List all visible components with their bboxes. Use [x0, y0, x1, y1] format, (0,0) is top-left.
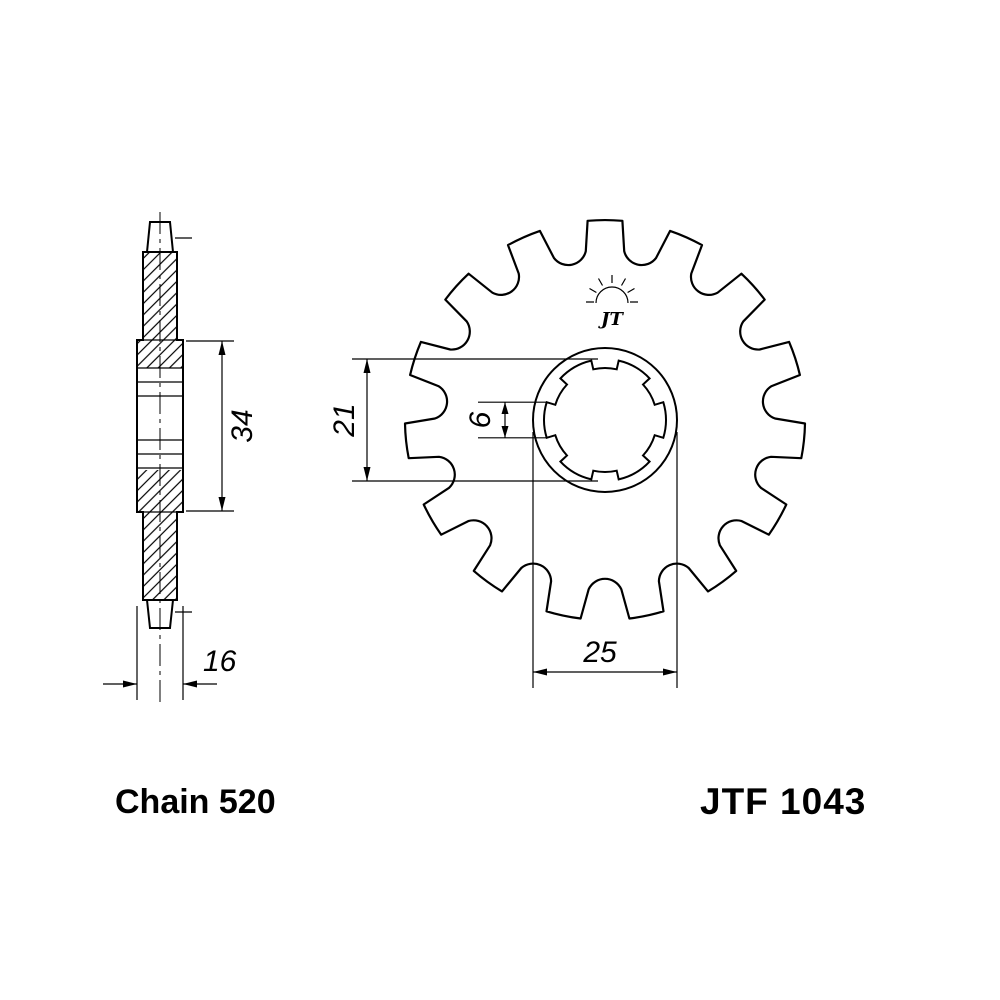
part-number-label: JTF 1043: [700, 781, 866, 822]
side-view: [136, 212, 192, 706]
dimension-6: 6: [464, 401, 548, 439]
dim34-arrow-down: [218, 497, 226, 511]
dim34-label: 34: [226, 409, 259, 442]
dim25-label: 25: [582, 636, 617, 669]
hub-circle: [532, 347, 678, 493]
side-hatch-hub-bottom: [137, 470, 183, 512]
dimension-16: 16: [103, 606, 237, 700]
dim25-arrow-left: [533, 668, 547, 676]
dim21-label: 21: [328, 403, 361, 437]
dim25-arrow-right: [663, 668, 677, 676]
sprocket-outline: [403, 218, 807, 620]
dim16-arrow-left: [183, 680, 197, 688]
logo-sun-arc: [595, 286, 629, 304]
dimension-21: 21: [328, 358, 598, 482]
logo-sun-rays: [586, 275, 638, 303]
dim21-arrow-down: [363, 467, 371, 481]
jt-logo: JT: [586, 275, 638, 330]
dim16-label: 16: [203, 645, 237, 678]
dim6-arrow-up: [501, 402, 509, 414]
side-hatch-lower-plate: [143, 512, 177, 600]
dim6-label: 6: [464, 411, 497, 428]
spline-bore: [543, 359, 667, 481]
dim6-arrow-down: [501, 426, 509, 438]
side-hatch-hub-top: [137, 340, 183, 368]
side-hatch-upper-plate: [143, 252, 177, 340]
dim34-arrow-up: [218, 341, 226, 355]
dimension-34: 34: [186, 340, 259, 512]
logo-text: JT: [598, 309, 625, 330]
dim16-arrow-right: [123, 680, 137, 688]
chain-size-label: Chain 520: [115, 783, 276, 821]
dim21-arrow-up: [363, 359, 371, 373]
dimension-25: 25: [532, 432, 678, 688]
